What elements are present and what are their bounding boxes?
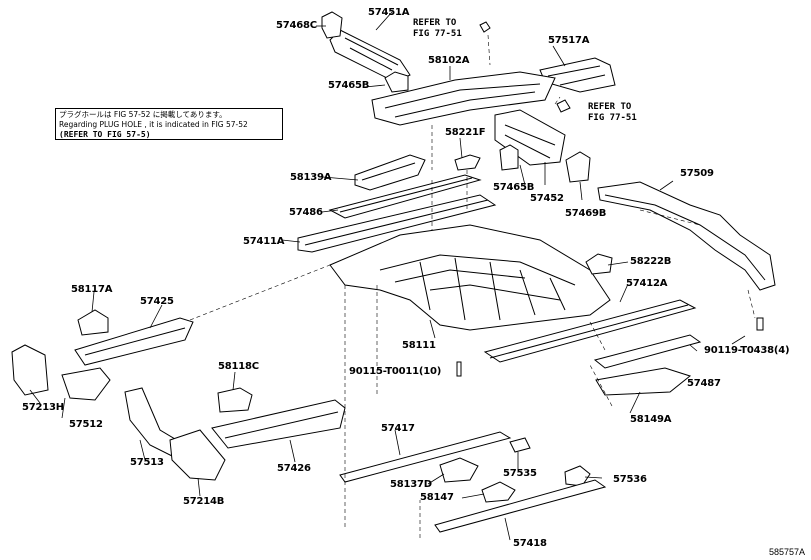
part-57417 [339,431,512,483]
label-57536: 57536 [613,474,647,485]
label-57486: 57486 [289,207,323,218]
part-57509 [597,181,776,291]
label-58139A: 58139A [290,172,332,183]
part-58111-floor [329,224,611,331]
label-58137D: 58137D [390,479,432,490]
label-90119-T0438: 90119-T0438(4) [704,345,790,356]
plug-hole-note: プラグホールは FIG 57-52 に掲載してあります。 Regarding P… [55,108,283,140]
label-57465B-top: 57465B [328,80,370,91]
part-58147 [481,481,516,503]
label-57512: 57512 [69,419,103,430]
label-58111: 58111 [402,340,436,351]
part-58139A [354,154,426,191]
part-57487 [593,334,702,369]
part-57213H [11,344,49,396]
part-57418 [434,479,607,533]
label-57418: 57418 [513,538,547,549]
note-line-ref: (REFER TO FIG 57-5) [59,130,151,139]
label-58222B: 58222B [630,256,672,267]
label-57425: 57425 [140,296,174,307]
label-57517A: 57517A [548,35,590,46]
label-57465B-mid: 57465B [493,182,535,193]
label-57468C: 57468C [276,20,317,31]
part-57465B-top [384,71,409,93]
bolt-90115 [456,361,462,377]
label-58117A: 58117A [71,284,113,295]
part-57468C [321,11,343,39]
label-58221F: 58221F [445,127,486,138]
part-clip-top [479,21,491,33]
part-58149A [595,367,692,396]
label-58149A: 58149A [630,414,672,425]
label-57417: 57417 [381,423,415,434]
note-line-jp: プラグホールは FIG 57-52 に掲載してあります。 [59,110,227,119]
part-57536 [564,465,591,487]
label-57513: 57513 [130,457,164,468]
part-57214B [169,429,226,481]
figure-code: 585757A [768,547,805,557]
part-58117A [77,309,109,336]
label-57451A: 57451A [368,7,410,18]
part-clip-right [556,99,571,113]
bolt-90119 [756,317,764,331]
label-57487: 57487 [687,378,721,389]
label-58147: 58147 [420,492,454,503]
label-57213H: 57213H [22,402,64,413]
part-57469B [565,151,591,183]
part-58221F [454,154,481,171]
label-57509: 57509 [680,168,714,179]
label-90115-T0011: 90115-T0011(10) [349,366,442,377]
part-58222B [585,253,613,275]
part-57512 [61,367,111,401]
part-58137D [439,457,479,483]
label-58118C: 58118C [218,361,259,372]
part-57535 [509,437,531,453]
label-58102A: 58102A [428,55,470,66]
label-57411A: 57411A [243,236,285,247]
part-58118C [217,387,253,413]
label-57469B: 57469B [565,208,607,219]
label-57535: 57535 [503,468,537,479]
part-57411A [297,194,497,253]
label-57452: 57452 [530,193,564,204]
part-57426 [211,399,346,449]
part-57465B-mid [499,144,519,171]
note-line-en: Regarding PLUG HOLE , it is indicated in… [59,120,248,129]
label-57412A: 57412A [626,278,668,289]
label-57426: 57426 [277,463,311,474]
label-57214B: 57214B [183,496,225,507]
